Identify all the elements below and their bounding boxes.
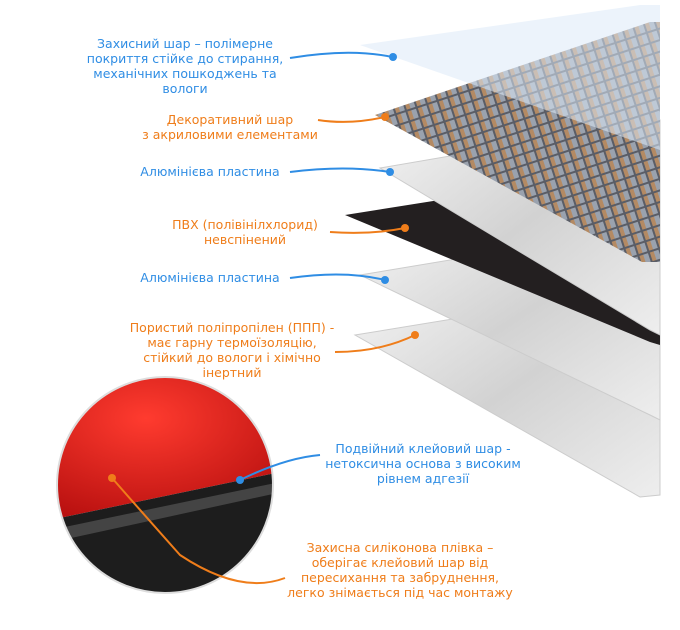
connectors: [111, 51, 416, 585]
closeup-frame: [56, 376, 274, 594]
label-protective-layer: Захисний шар – полімерне покриття стійке…: [86, 36, 284, 96]
marker-dots: [108, 53, 419, 484]
label-polypropylene-layer: Пористий поліпропілен (ППП) - має гарну …: [129, 320, 335, 380]
label-pvc-layer: ПВХ (полівінілхлорид) невспінений: [172, 217, 318, 247]
adhesive-closeup: [57, 377, 273, 593]
protective-sheet: [360, 5, 660, 150]
label-adhesive-layer: Подвійний клейовий шар - нетоксична осно…: [325, 441, 521, 486]
label-silicone-film: Захисна силіконова плівка – оберігає кле…: [287, 540, 513, 600]
label-decorative-layer: Декоративний шар з акриловими елементами: [142, 112, 318, 142]
label-aluminum-plate-2: Алюмінієва пластина: [140, 270, 280, 285]
label-aluminum-plate-1: Алюмінієва пластина: [140, 164, 280, 179]
